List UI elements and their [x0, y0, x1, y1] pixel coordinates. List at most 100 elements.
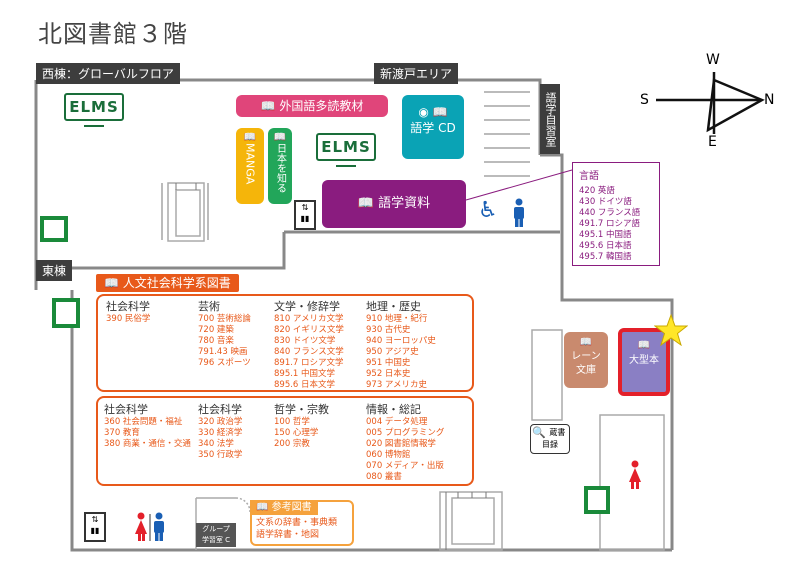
- language-item: 495.7 韓国語: [579, 252, 632, 262]
- language-study-room: 語学自習室: [540, 84, 560, 154]
- classification-item: 973 アメリカ史: [366, 380, 428, 390]
- classification-item: 200 宗教: [274, 439, 310, 449]
- classification-item: 791.43 映画: [198, 347, 248, 357]
- male-toilet-icon: [514, 198, 524, 227]
- female-toilet-icon: [629, 460, 641, 489]
- zone-west-wing: 西棟：グローバルフロア: [36, 63, 180, 84]
- book-icon: 📖: [273, 132, 287, 143]
- classification-item: 004 データ処理: [366, 417, 428, 427]
- language-item: 420 英語: [579, 186, 615, 196]
- book-icon: 📖: [243, 132, 257, 143]
- compass-east: E: [708, 134, 717, 150]
- reference-header: 📖 参考図書: [250, 500, 318, 515]
- reference-title: 参考図書: [271, 502, 312, 513]
- classification-item: 005 プログラミング: [366, 428, 445, 438]
- reference-details: 文系の辞書・事典類 語学辞書・地図: [256, 517, 337, 541]
- book-icon: 📖: [260, 99, 276, 113]
- classification-item: 840 フランス文学: [274, 347, 344, 357]
- star-icon: [654, 314, 688, 346]
- compass-west: W: [706, 52, 720, 68]
- classification-item: 390 民俗学: [106, 314, 151, 324]
- classification-item: 895.6 日本文学: [274, 380, 336, 390]
- classification-item: 150 心理学: [274, 428, 319, 438]
- catalog-label-2: 目録: [542, 440, 558, 449]
- zone-nitobe: 新渡戸エリア: [374, 63, 459, 84]
- humanities-header: 📖 人文社会科学系図書: [96, 274, 239, 292]
- classification-item: 340 法学: [198, 439, 234, 449]
- emergency-exit-icon: [52, 298, 80, 328]
- book-icon: 📖: [104, 276, 119, 290]
- book-icon: 📖: [579, 337, 593, 348]
- reference-line-2: 語学辞書・地図: [256, 530, 320, 540]
- classification-item: 910 地理・紀行: [366, 314, 428, 324]
- group-study-room-c: 学習室 C: [201, 536, 231, 544]
- language-item: 491.7 ロシア語: [579, 219, 641, 229]
- classification-item: 020 図書館情報学: [366, 439, 436, 449]
- shelf-language-materials[interactable]: 📖 語学資料: [322, 180, 466, 228]
- classification-item: 796 スポーツ: [198, 358, 251, 368]
- book-icon: 📖: [637, 340, 651, 351]
- shelf-foreign-readers[interactable]: 📖 外国語多読教材: [236, 95, 388, 117]
- language-item: 430 ドイツ語: [579, 197, 632, 207]
- emergency-exit-icon: [584, 486, 610, 514]
- restroom-icon: [135, 512, 164, 541]
- shelf-large-books[interactable]: 📖 大型本: [618, 328, 670, 396]
- shelf-manga[interactable]: 📖 MANGA: [236, 128, 264, 204]
- shelf-language-cd[interactable]: ◉ 📖 語学 CD: [402, 95, 464, 159]
- classification-item: 380 商業・通信・交通: [104, 439, 191, 449]
- cd-icon: ◉ 📖: [418, 105, 448, 119]
- classification-item: 830 ドイツ文学: [274, 336, 336, 346]
- classification-item: 810 アメリカ文学: [274, 314, 344, 324]
- classification-item: 720 建築: [198, 325, 234, 335]
- category-heading: 情報・総記: [366, 403, 421, 416]
- shelf-bunko-label: 文庫: [576, 365, 596, 376]
- zone-east-wing: 東棟: [36, 260, 73, 281]
- category-heading: 社会科学: [198, 403, 242, 416]
- language-box-title: 言語: [579, 171, 599, 182]
- book-icon: 📖: [256, 502, 269, 513]
- wheelchair-icon: ♿: [478, 198, 498, 223]
- elms-label: ELMS: [316, 133, 376, 161]
- classification-item: 060 博物館: [366, 450, 411, 460]
- classification-item: 320 政治学: [198, 417, 243, 427]
- elms-terminal-west: ELMS: [64, 93, 124, 129]
- shelf-cd-label: 語学 CD: [410, 121, 456, 135]
- classification-item: 930 古代史: [366, 325, 411, 335]
- classification-item: 700 芸術総論: [198, 314, 251, 324]
- reference-line-1: 文系の辞書・事典類: [256, 518, 338, 528]
- catalog-label-1: 蔵書: [549, 428, 566, 437]
- shelf-manga-label: MANGA: [243, 143, 257, 185]
- humanities-shelf-top[interactable]: [96, 294, 474, 392]
- elevator-icon: ⇅▮▮: [294, 200, 316, 230]
- classification-item: 360 社会問題・福祉: [104, 417, 183, 427]
- category-heading: 文学・修辞学: [274, 300, 340, 313]
- humanities-shelf-bottom[interactable]: [96, 396, 474, 486]
- category-heading: 地理・歴史: [366, 300, 421, 313]
- book-icon: 📖: [357, 196, 375, 211]
- shelf-japan-label: 日本を知る: [274, 143, 286, 193]
- shelf-lane-bunko[interactable]: 📖 レーン 文庫: [564, 332, 608, 388]
- shelf-large-label: 大型本: [629, 355, 659, 366]
- elms-terminal-center: ELMS: [316, 133, 376, 169]
- shelf-know-japan[interactable]: 📖 日本を知る: [268, 128, 292, 204]
- compass-north: N: [764, 92, 775, 108]
- classification-item: 950 アジア史: [366, 347, 419, 357]
- elevator-icon: ⇅▮▮: [84, 512, 106, 542]
- catalog-terminal[interactable]: 🔍 蔵書 目録: [530, 424, 570, 454]
- classification-item: 350 行政学: [198, 450, 243, 460]
- language-item: 440 フランス語: [579, 208, 641, 218]
- classification-item: 940 ヨーロッパ史: [366, 336, 436, 346]
- classification-item: 070 メディア・出版: [366, 461, 444, 471]
- emergency-exit-icon: [40, 216, 68, 242]
- compass-rose: [656, 72, 765, 134]
